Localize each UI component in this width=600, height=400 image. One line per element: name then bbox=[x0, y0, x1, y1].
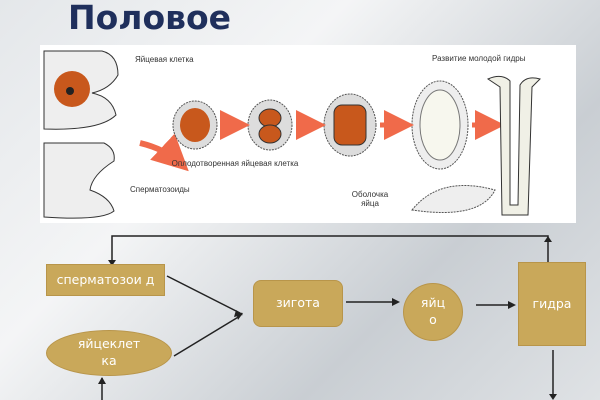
cycle-arrow bbox=[111, 235, 549, 262]
label-fertilized-egg: Оплодотворенная яйцевая клетка bbox=[171, 159, 299, 168]
node-egg-cell: яйцеклет ка bbox=[46, 330, 172, 376]
label-egg-cell: Яйцевая клетка bbox=[135, 55, 194, 64]
hydra-reproduction-illustration: Яйцевая клетка Развитие молодой гидры Оп… bbox=[40, 45, 576, 223]
node-zygote: зигота bbox=[253, 280, 343, 327]
hydra-drawing bbox=[486, 75, 541, 216]
node-hydra: гидра bbox=[518, 262, 586, 346]
label-egg-shell: Оболочка яйца bbox=[351, 190, 389, 208]
slide-title: Половое bbox=[68, 0, 232, 37]
node-sperm: сперматозои д bbox=[46, 264, 165, 296]
illustration-drawing bbox=[43, 50, 541, 219]
label-sperm: Сперматозоиды bbox=[130, 185, 190, 194]
cleavage-stages bbox=[172, 80, 496, 213]
node-egg: яйц о bbox=[403, 283, 463, 341]
label-development: Развитие молодой гидры bbox=[432, 54, 526, 63]
